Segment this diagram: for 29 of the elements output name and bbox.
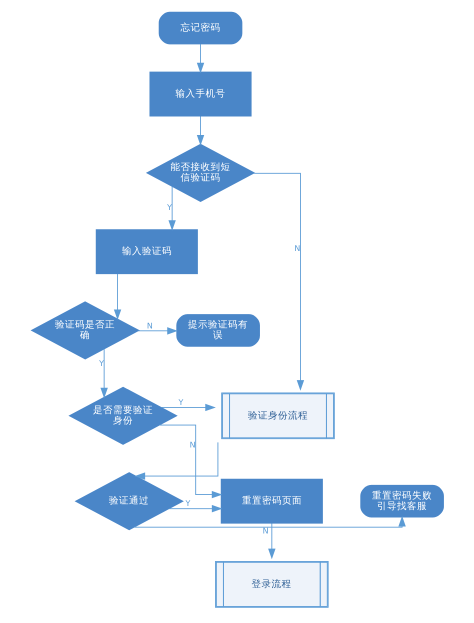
edge-label: Y: [166, 202, 172, 212]
node-diamond: 能否接收到短信验证码: [145, 144, 255, 202]
arrow: [100, 348, 108, 398]
edge-label: Y: [178, 398, 183, 407]
arrow: [252, 172, 304, 391]
edge-label: N: [262, 526, 268, 536]
node-box: 重置密码页面: [220, 478, 322, 524]
arrow: [168, 186, 176, 231]
arrow: [133, 516, 406, 528]
arrow: [158, 424, 222, 498]
node-box: 重置密码失败引导找客服: [360, 484, 444, 518]
edge-label: N: [294, 244, 300, 253]
arrow: [168, 504, 222, 512]
node-diamond: 验证码是否正确: [30, 301, 140, 360]
edge-label: N: [189, 440, 196, 450]
edge-label: Y: [185, 499, 190, 508]
arrow: [268, 523, 276, 560]
arrow: [196, 44, 204, 74]
edge-label: N: [146, 321, 152, 330]
node-box: 忘记密码: [158, 12, 242, 44]
edge-label: Y: [98, 359, 104, 368]
arrow: [113, 274, 121, 320]
node-box: 输入验证码: [95, 229, 198, 274]
arrow: [196, 116, 204, 146]
node-box: 输入手机号: [148, 72, 252, 117]
arrow: [160, 404, 216, 412]
arrow: [134, 442, 218, 480]
arrow: [137, 327, 178, 335]
node-box: 提示验证码有误: [176, 314, 260, 347]
